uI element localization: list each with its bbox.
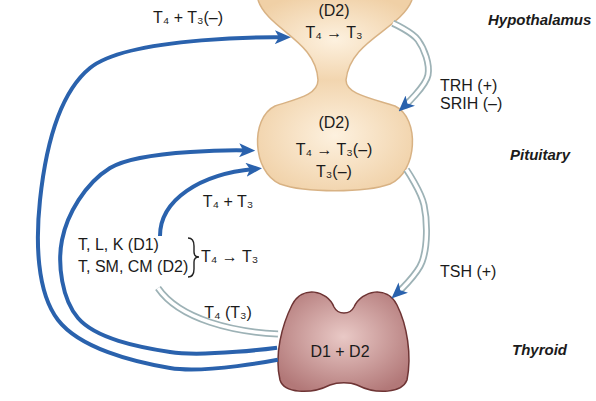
band-outer xyxy=(158,288,278,334)
hormone-label: T₄ + T₃ xyxy=(203,193,254,211)
releasing-hormone-arrow xyxy=(393,23,429,106)
node-border xyxy=(278,292,409,391)
pituitary-shape: (D2)T₄ → T₃(–)T₃(–)Pituitary xyxy=(250,80,420,192)
edge-label: T₄ + T₃(–) xyxy=(153,9,223,27)
edge-label: TRH (+) SRIH (–) xyxy=(440,77,512,113)
band-inner xyxy=(397,170,426,293)
conversion-label: T₄ → T₃(–) xyxy=(296,141,373,159)
thyroid-shape: D1 + D2Thyroid xyxy=(272,285,417,395)
band-inner xyxy=(158,288,278,334)
hypothalamus-shape: (D2)T₄ → T₃Hypothalamus xyxy=(250,0,420,80)
node-fill xyxy=(278,292,409,391)
conversion-label: T₄ → T₃ xyxy=(305,24,362,42)
band-outer xyxy=(393,23,429,106)
feedback-arrow xyxy=(160,169,254,236)
node-fill xyxy=(258,80,413,191)
edge-label: TSH (+) xyxy=(440,263,496,281)
tissue-label: T, L, K (D1) xyxy=(78,236,159,254)
conversion-label: T₄ → T₃ xyxy=(201,248,258,266)
arrow-head-carrier xyxy=(397,170,426,293)
band-inner xyxy=(393,23,429,106)
enzyme-label: D1 + D2 xyxy=(310,343,369,361)
node-border xyxy=(258,80,413,191)
arrow-head-carrier xyxy=(393,23,429,106)
band-outer xyxy=(397,170,426,293)
feedback-arrow xyxy=(38,37,283,369)
region-title: Pituitary xyxy=(510,146,570,164)
hormone-label: T₄ (T₃) xyxy=(204,304,252,322)
feedback-arrow xyxy=(60,150,277,353)
node-outline xyxy=(272,285,417,395)
region-title: Thyroid xyxy=(512,341,567,359)
tissue-label: T, SM, CM (D2) xyxy=(78,258,188,276)
feedback-label: T₃(–) xyxy=(316,163,352,181)
enzyme-label: (D2) xyxy=(318,2,349,20)
node-fill xyxy=(258,0,412,80)
brace xyxy=(188,238,199,277)
hormone-band xyxy=(158,288,278,334)
arrow-line xyxy=(60,150,277,353)
node-border xyxy=(258,0,412,80)
enzyme-label: (D2) xyxy=(318,114,349,132)
region-title: Hypothalamus xyxy=(488,11,591,29)
tsh-arrow xyxy=(397,170,426,293)
arrow-line xyxy=(38,37,283,369)
